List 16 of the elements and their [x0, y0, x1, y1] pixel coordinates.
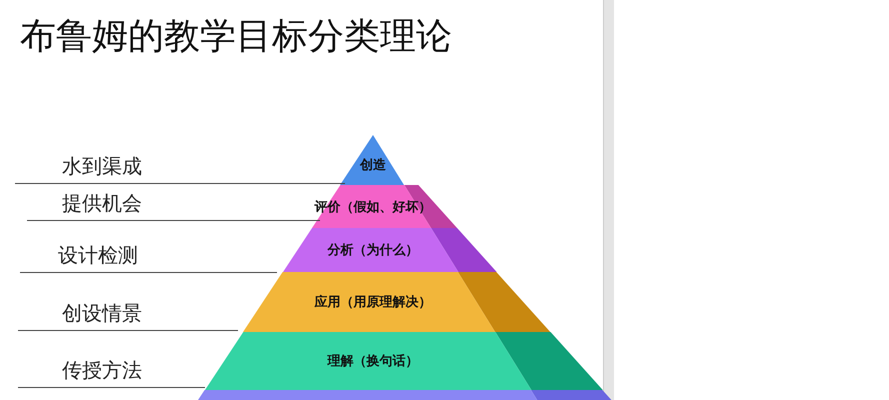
title: 布鲁姆的教学目标分类理论 [20, 15, 452, 59]
step-label: 设计检测 [58, 242, 138, 269]
pyramid-level [242, 272, 550, 332]
pyramid-level [198, 390, 612, 400]
step-label: 提供机会 [62, 190, 142, 217]
step-label: 水到渠成 [62, 153, 142, 180]
level-label: 评价（假如、好坏） [314, 198, 432, 216]
pyramid-level [282, 228, 496, 272]
step-label: 传授方法 [62, 357, 142, 384]
step-label: 创设情景 [62, 300, 142, 327]
level-label: 分析（为什么） [327, 242, 418, 259]
pyramid-level [312, 185, 457, 228]
level-label: 应用（用原理解决） [314, 294, 432, 311]
level-label: 创造 [360, 157, 386, 174]
pyramid-level [204, 332, 602, 390]
level-label: 理解（换句话） [327, 353, 418, 370]
